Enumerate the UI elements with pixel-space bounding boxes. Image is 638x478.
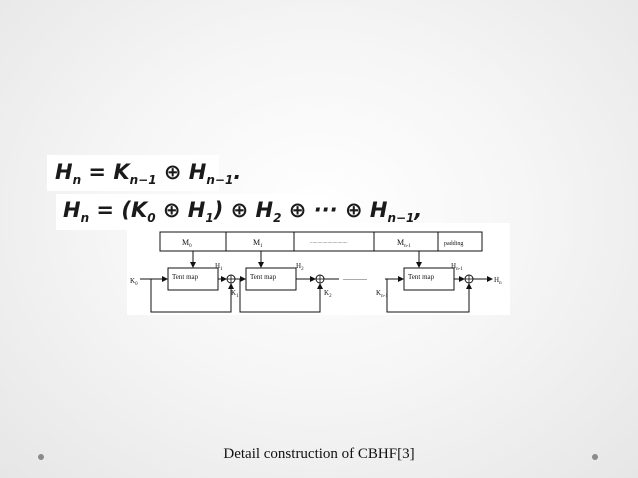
padding-label: padding	[444, 241, 463, 247]
h2-label: H2	[296, 262, 304, 272]
decor-bullet-left	[38, 454, 44, 460]
formula-hn-expanded: Hn = (K0 ⊕ H1) ⊕ H2 ⊕ ··· ⊕ Hn−1,	[56, 194, 422, 230]
message-row-frame	[159, 231, 483, 252]
slide-caption: Detail construction of CBHF[3]	[223, 446, 415, 462]
tent-map-label-1: Tent map	[172, 273, 199, 281]
h1-label: H1	[215, 262, 223, 272]
hn-label: Hn	[494, 276, 502, 286]
feedback-kn1	[386, 279, 472, 313]
k0-label: K0	[130, 277, 138, 287]
hn1-label: Hn-1	[451, 262, 463, 272]
kn1-label: Kn-1	[376, 289, 388, 299]
message-block-mn1: Mn-1	[397, 238, 411, 249]
cbhf-diagram: M0 M1 .............................. Mn-…	[127, 223, 510, 315]
cbhf-diagram-svg: M0 M1 .............................. Mn-…	[130, 231, 502, 313]
message-block-m1: M1	[253, 238, 263, 249]
decor-bullet-right	[592, 454, 598, 460]
feedback-k1	[150, 279, 234, 313]
k1-label: K1	[231, 289, 239, 299]
message-block-row	[159, 231, 483, 252]
feedback-k2	[239, 279, 323, 313]
chain-ellipsis: ------------	[343, 277, 367, 283]
formula-hn-recurrence: Hn = Kn−1 ⊕ Hn−1.	[47, 155, 241, 191]
tent-map-label-3: Tent map	[408, 273, 435, 281]
message-dots: ..............................	[310, 240, 348, 245]
tent-map-label-2: Tent map	[250, 273, 277, 281]
k2-label: K2	[324, 289, 332, 299]
message-block-m0: M0	[182, 238, 192, 249]
